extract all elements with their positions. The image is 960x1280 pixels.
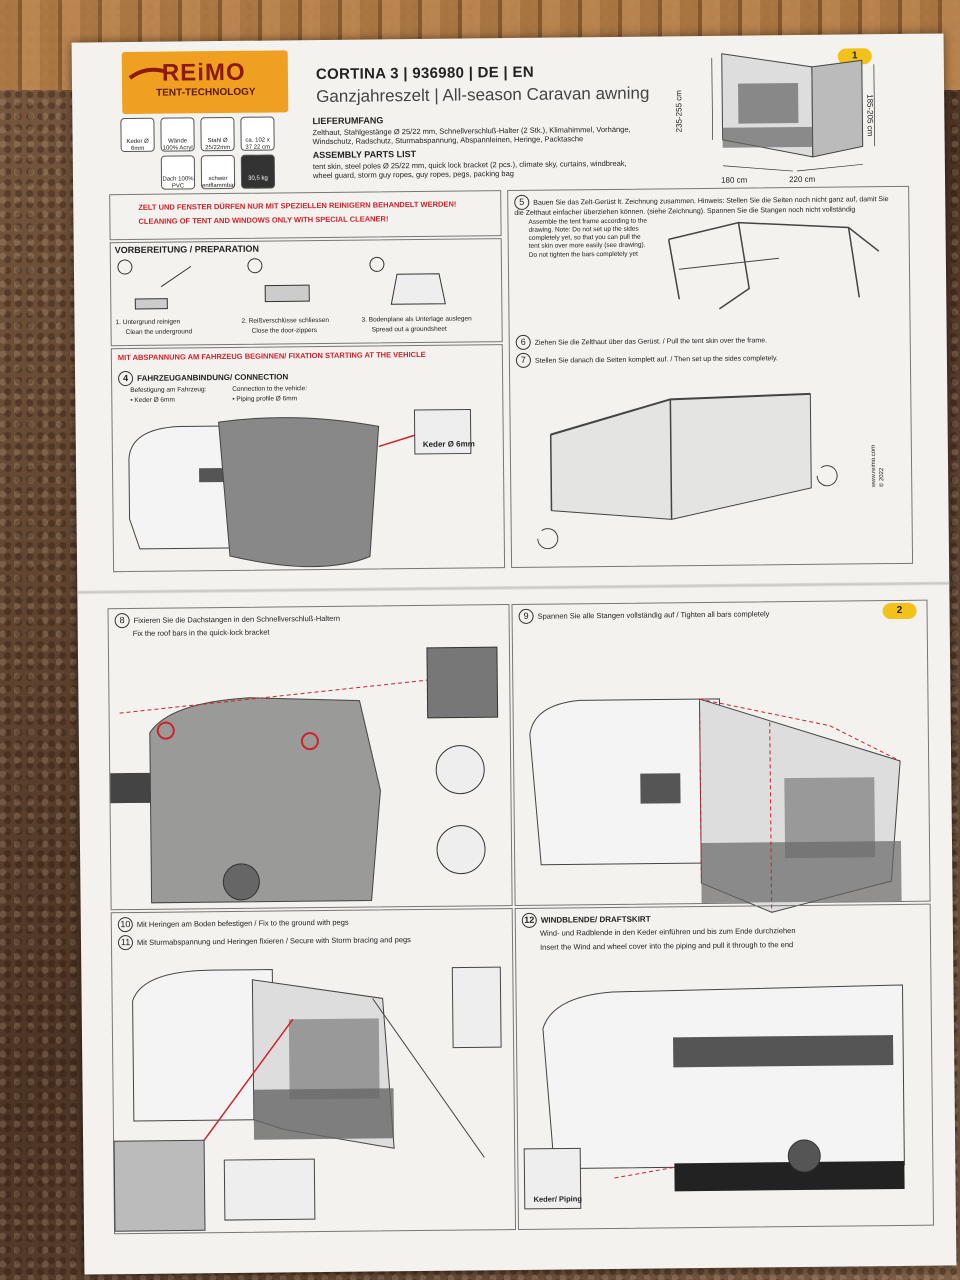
- step-number-8: 8: [114, 613, 130, 629]
- fixation-heading: MIT ABSPANNUNG AM FAHRZEUG BEGINNEN/ FIX…: [117, 349, 426, 363]
- step6-text: Ziehen Sie die Zelthaut über das Gerüst.…: [534, 337, 768, 347]
- fixation-de-item: • Keder Ø 6mm: [130, 396, 175, 405]
- packsize-icon: ca. 102 x 37 22 cm: [240, 116, 275, 151]
- step9-illustration: [529, 698, 902, 913]
- step-number-11: 11: [117, 935, 134, 951]
- step8-en: Fix the roof bars in the quick-lock brac…: [132, 627, 270, 638]
- brand-logo: REiMO TENT-TECHNOLOGY: [121, 50, 289, 115]
- prep-step-1-en: Clean the underground: [125, 328, 193, 337]
- fixation-en-item: • Piping profile Ø 6mm: [232, 395, 298, 403]
- step12-illustration: [523, 984, 905, 1210]
- fixation-step-title: FAHRZEUGANBINDUNG/ CONNECTION: [137, 372, 289, 383]
- caravan-keder-illustration: [128, 408, 472, 568]
- step12-heading: WINDBLENDE/ DRAFTSKIRT: [540, 914, 651, 925]
- delivery-text-de: Zelthaut, Stahlgestänge Ø 25/22 mm, Schn…: [312, 124, 631, 147]
- dim-depth: 180 cm: [721, 175, 748, 185]
- delivery-heading-en: ASSEMBLY PARTS LIST: [312, 148, 417, 161]
- step5-en: Assemble the tent frame according to the…: [528, 217, 648, 259]
- step10-11-illustration: [113, 966, 502, 1232]
- step8-illustration: [110, 646, 499, 904]
- paper-fold: [77, 581, 950, 595]
- step-number-4: 4: [118, 370, 134, 387]
- step12-en: Insert the Wind and wheel cover into the…: [540, 940, 794, 952]
- preparation-illustration: [117, 256, 446, 310]
- fixation-box: MIT ABSPANNUNG AM FAHRZEUG BEGINNEN/ FIX…: [110, 344, 506, 573]
- delivery-text-en: tent skin, steel poles Ø 25/22 mm, quick…: [312, 158, 627, 181]
- preparation-heading: VORBEREITUNG / PREPARATION: [114, 243, 259, 256]
- logo-swoosh-icon: [128, 67, 167, 80]
- prep-step-2-en: Close the door-zippers: [251, 327, 318, 335]
- step-number-9: 9: [518, 608, 534, 624]
- fixation-en-label: Connection to the vehicle:: [232, 385, 308, 393]
- warning-de: ZELT UND FENSTER DÜRFEN NUR MIT SPEZIELL…: [138, 199, 457, 212]
- piping-callout: Keder/ Piping: [533, 1194, 582, 1204]
- page-number-2: 2: [882, 602, 917, 620]
- dim-height1: 235-255 cm: [674, 90, 684, 133]
- fixation-de-label: Befestigung am Fahrzeug:: [130, 386, 207, 395]
- step7-text: Stellen Sie danach die Seiten komplett a…: [534, 355, 778, 365]
- keder-callout: Keder Ø 6mm: [422, 439, 475, 449]
- weight-icon: 30,5 kg: [240, 154, 276, 189]
- prep-step-3-de: 3. Bodenplane als Unterlage auslegen: [361, 315, 472, 324]
- flame-icon: schwer entflammbar: [200, 154, 235, 190]
- step-number-5: 5: [514, 194, 530, 210]
- brand-sub: TENT-TECHNOLOGY: [156, 86, 256, 99]
- delivery-heading-de: LIEFERUMFANG: [312, 115, 384, 127]
- warning-en: CLEANING OF TENT AND WINDOWS ONLY WITH S…: [138, 214, 389, 226]
- frame-drawing-2: [537, 392, 838, 550]
- step8-de: Fixieren Sie die Dachstangen in den Schn…: [133, 613, 341, 625]
- step11-text: Mit Sturmabspannung und Heringen fixiere…: [136, 935, 411, 947]
- step-number-10: 10: [117, 917, 133, 933]
- step-number-7: 7: [515, 352, 532, 368]
- product-subtitle: Ganzjahreszelt | All-season Caravan awni…: [316, 83, 650, 107]
- steel-icon: Stahl Ø 25/22mm: [200, 116, 235, 152]
- step9-text: Spannen Sie alle Stangen vollständig auf…: [537, 609, 770, 621]
- product-title: CORTINA 3 | 936980 | DE | EN: [315, 63, 535, 84]
- prep-step-1-de: 1. Untergrund reinigen: [115, 318, 181, 327]
- warning-box: ZELT UND FENSTER DÜRFEN NUR MIT SPEZIELL…: [109, 190, 502, 241]
- keder-icon: Keder Ø 6mm: [120, 117, 155, 153]
- walls-icon: Wände 100% Acryl: [160, 117, 195, 152]
- step-number-12: 12: [521, 912, 537, 928]
- prep-step-3-en: Spread out a groundsheet: [371, 325, 447, 334]
- dim-height2: 185-205 cm: [865, 94, 875, 137]
- awning-dimension-drawing: [711, 53, 876, 172]
- preparation-box: VORBEREITUNG / PREPARATION 1. Untergrund…: [109, 238, 503, 347]
- step10-text: Mit Heringen am Boden befestigen / Fix t…: [136, 917, 349, 929]
- frame-drawing-1: [667, 221, 880, 310]
- step-number-6: 6: [515, 334, 531, 350]
- roof-icon: Dach 100% PVC: [160, 155, 196, 190]
- dim-width: 220 cm: [789, 174, 816, 185]
- copyright: www.reimo.com © 2022: [870, 444, 885, 488]
- prep-step-2-de: 2. Reißverschlüsse schliessen: [241, 316, 329, 325]
- brand-name: REiMO: [161, 58, 246, 87]
- instruction-sheet: REiMO TENT-TECHNOLOGY CORTINA 3 | 936980…: [71, 33, 957, 1275]
